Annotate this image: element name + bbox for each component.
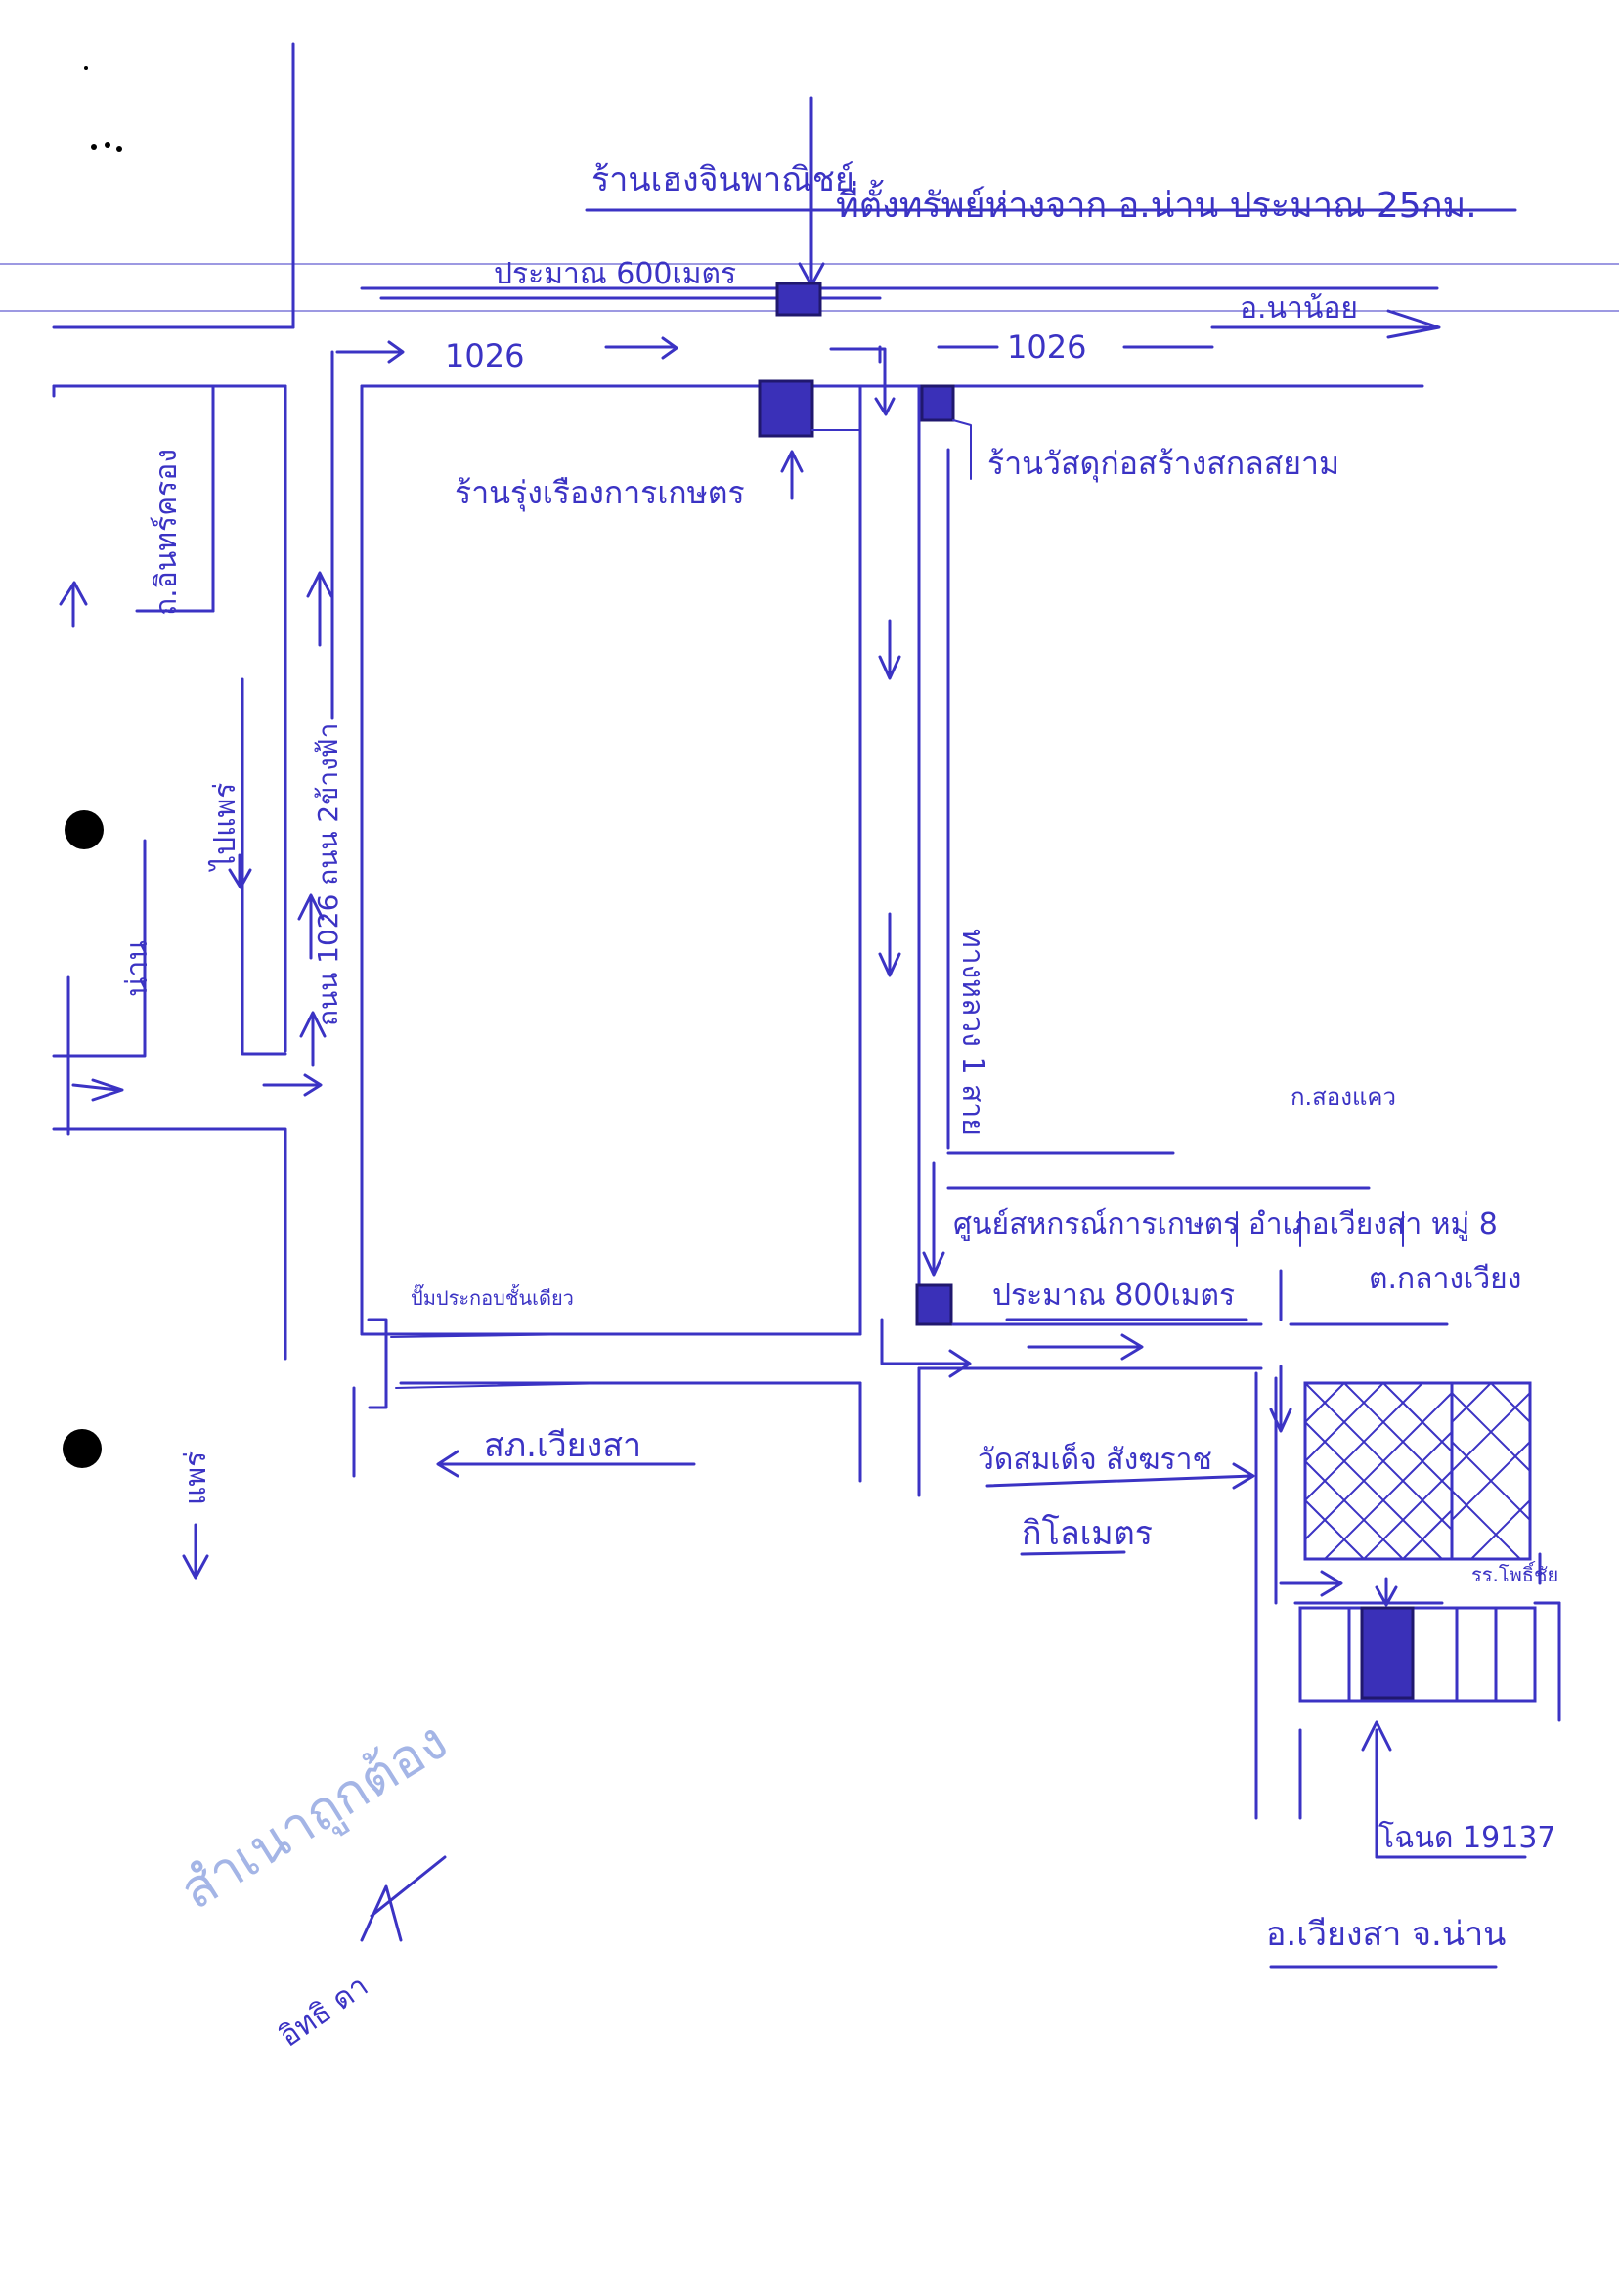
label-plot: โฉนด 19137 — [1378, 1820, 1556, 1855]
branch-edge — [241, 677, 287, 1056]
leader — [395, 1382, 612, 1389]
arrow — [880, 1318, 970, 1365]
temple-underline — [985, 1474, 1253, 1488]
arrowhead — [922, 1251, 945, 1277]
label-road-right-vertical: ทางหลวง 1 สาย — [955, 929, 989, 1136]
signature-name: อิทธิ ดา — [274, 1969, 375, 2054]
label-road-1026-vertical: ถนน 1026 ถนน 2ข้างฟ้า — [312, 723, 344, 1026]
branch-edge — [52, 839, 147, 1058]
gas-station-marker — [367, 1318, 388, 1409]
arrowhead — [1320, 1570, 1343, 1597]
label-location-note: ที่ตั้งทรัพย์ห่างจาก อ.น่าน ประมาณ 25กม. — [836, 179, 1477, 226]
paper-speck — [84, 66, 88, 70]
arrowhead — [436, 1450, 459, 1478]
arrowhead — [1232, 1462, 1255, 1490]
arrowhead — [878, 655, 901, 680]
arrowhead — [780, 450, 804, 473]
arrowhead — [91, 1078, 124, 1102]
arrowhead — [661, 336, 678, 360]
label-to-left-lower: น่าน — [120, 940, 154, 997]
paper-speck — [91, 144, 97, 150]
km-underline — [1020, 1550, 1126, 1556]
arrowhead — [874, 397, 896, 416]
label-road-1026-left: 1026 — [445, 337, 524, 374]
arrowhead — [303, 1073, 323, 1097]
arrowhead — [59, 581, 88, 606]
label-dist-600: ประมาณ 600เมตร — [494, 257, 736, 291]
arrow — [829, 347, 887, 412]
label-shop-agri: ร้านรุ่งเรืองการเกษตร — [455, 474, 745, 512]
arrowhead — [182, 1554, 209, 1580]
label-shop-construction: ร้านวัสดุก่อสร้างสกลสยาม — [987, 445, 1339, 483]
paper-speck — [105, 142, 110, 148]
leader — [390, 1333, 583, 1338]
branch-edge — [52, 1127, 287, 1361]
label-district: อ.เวียงสา จ.น่าน — [1266, 1915, 1506, 1954]
arrowhead — [299, 1011, 327, 1038]
signature-mark — [360, 1855, 447, 1942]
arrowhead — [948, 1349, 972, 1378]
label-police: สภ.เวียงสา — [484, 1426, 641, 1465]
arrowhead — [297, 893, 325, 921]
label-village-note: ก.สองแคว — [1291, 1083, 1396, 1110]
arrowhead — [228, 868, 252, 889]
building-agri-store — [758, 379, 814, 438]
label-dist-800: ประมาณ 800เมตร — [992, 1278, 1235, 1313]
binder-hole — [63, 1429, 102, 1468]
label-to-left-top: ถ.อินทร์ครอง — [150, 449, 184, 616]
label-to-left-bottom: แพร่ — [179, 1451, 213, 1505]
arrowhead — [1361, 1720, 1392, 1752]
label-road-1026-right: 1026 — [1007, 328, 1086, 366]
paper-speck — [116, 146, 122, 152]
binder-hole — [65, 810, 104, 849]
hatched-area — [1303, 1381, 1532, 1561]
label-to-left-mid: ไปแพร่ — [207, 783, 242, 872]
building-heng-jin — [775, 282, 822, 317]
arrowhead — [1120, 1333, 1144, 1361]
label-km: กิโลเมตร — [1022, 1514, 1153, 1553]
certified-copy-stamp: สำเนาถูกต้อง — [170, 1710, 459, 1923]
arrowhead — [387, 340, 405, 364]
connector — [952, 419, 972, 480]
label-coop: ศูนย์สหกรณ์การเกษตร อำเภอเวียงสา หมู่ 8 — [953, 1207, 1498, 1241]
label-gas-station: ปั๊มประกอบชั้นเดียว — [411, 1283, 574, 1310]
building-construction-store — [920, 384, 955, 422]
label-shop-top: ร้านเฮงจินพาณิชย์ — [591, 160, 854, 199]
building-coop — [915, 1283, 953, 1326]
label-to-na-noi: อ.นาน้อย — [1240, 291, 1358, 325]
label-school: รร.โพธิ์ชัย — [1471, 1560, 1558, 1586]
plot-grid — [1298, 1601, 1561, 1722]
arrowhead — [306, 571, 333, 598]
label-temple: วัดสมเด็จ สังฆราช — [978, 1441, 1212, 1477]
building-subject-property — [1360, 1606, 1415, 1700]
arrowhead — [1375, 1585, 1398, 1607]
label-tambon: ต.กลางเวียง — [1369, 1262, 1521, 1296]
arrow — [71, 1083, 119, 1092]
arrowhead — [878, 952, 901, 977]
arrowhead — [1269, 1408, 1292, 1433]
arrowhead — [1386, 309, 1441, 339]
